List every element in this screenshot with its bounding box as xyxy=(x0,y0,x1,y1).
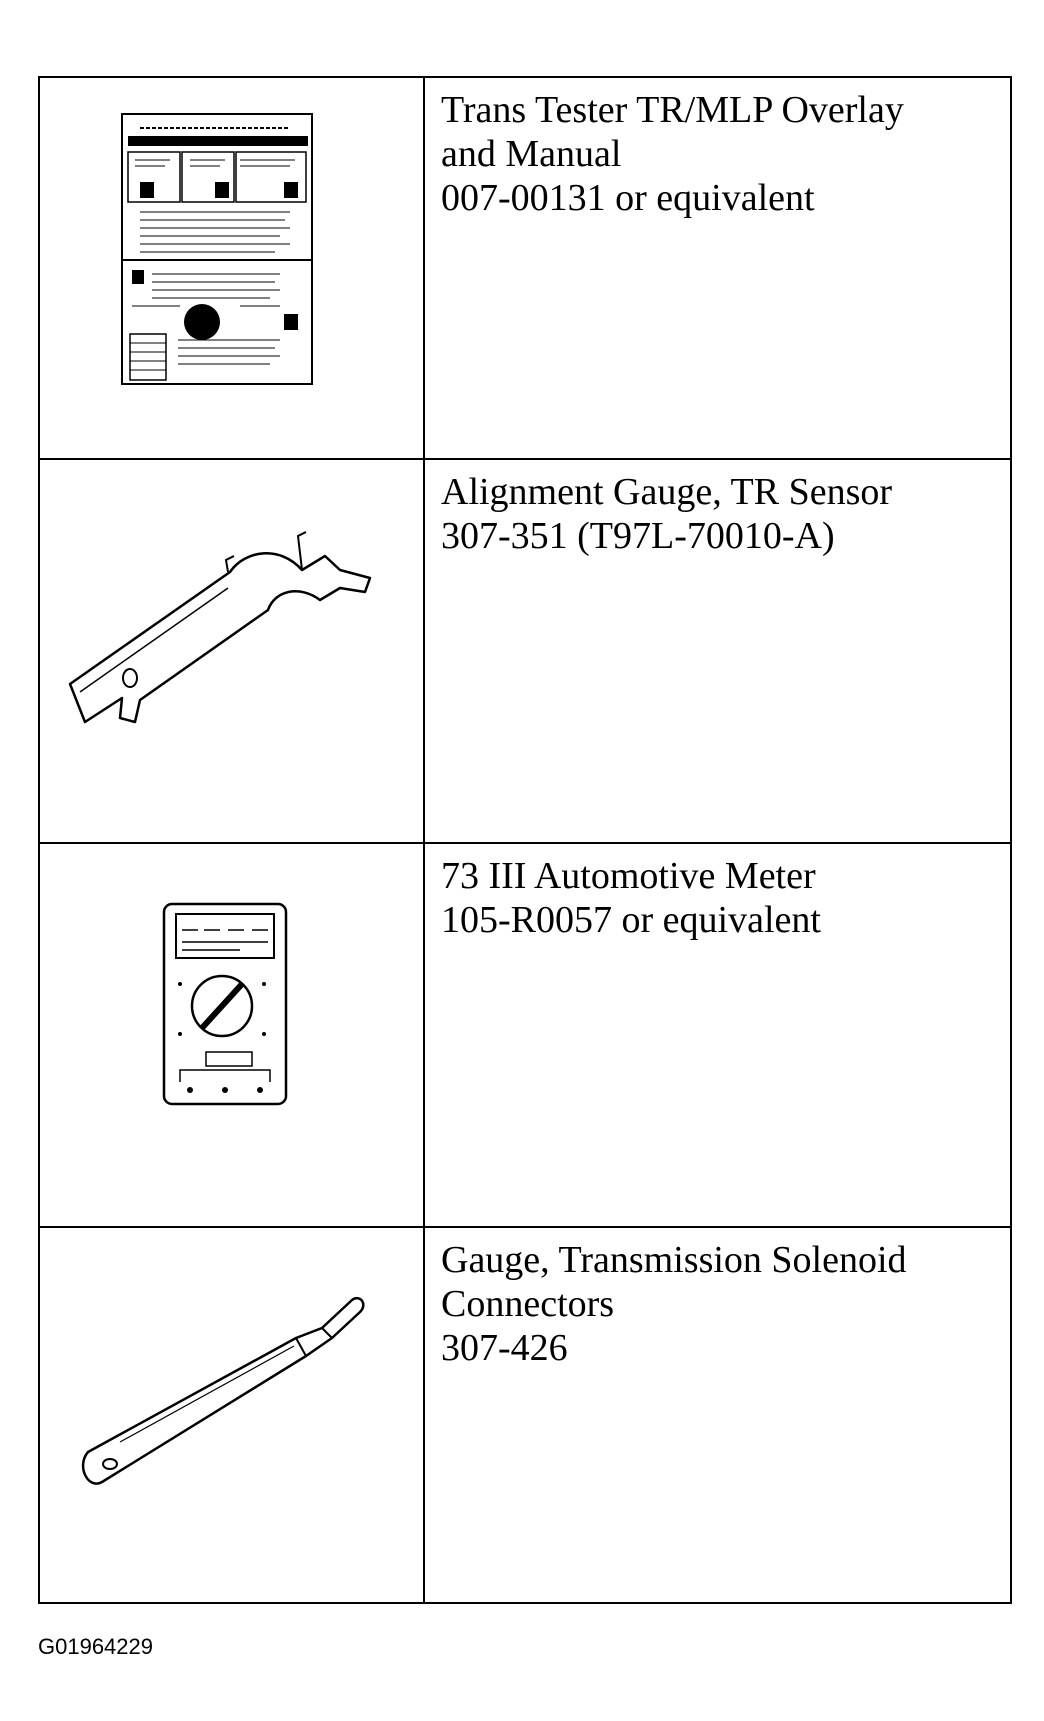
tool-part-number: 105-R0057 or equivalent xyxy=(441,899,821,941)
multimeter-icon xyxy=(162,902,288,1106)
overlay-manual-icon xyxy=(121,113,313,385)
tool-name-cont: and Manual xyxy=(441,133,622,175)
tool-illustration-alignment-gauge xyxy=(40,460,425,844)
figure-id: G01964229 xyxy=(38,1634,153,1659)
tool-name: 73 III Automotive Meter xyxy=(441,855,816,897)
tool-illustration-overlay xyxy=(40,78,425,460)
tool-illustration-multimeter xyxy=(40,844,425,1228)
tool-name: Gauge, Transmission Solenoid xyxy=(441,1239,907,1281)
special-tools-table: Trans Tester TR/MLP Overlay and Manual 0… xyxy=(38,76,1012,1604)
tool-part-number: 007-00131 or equivalent xyxy=(441,177,815,219)
tool-name-cont: Connectors xyxy=(441,1283,615,1325)
solenoid-gauge-icon xyxy=(81,1296,365,1485)
tool-part-number: 307-426 xyxy=(441,1327,568,1369)
tool-illustration-solenoid-gauge xyxy=(40,1228,425,1602)
tool-name: Trans Tester TR/MLP Overlay xyxy=(441,89,904,131)
tool-description-solenoid-gauge: Gauge, Transmission Solenoid Connectors … xyxy=(425,1228,1010,1602)
tool-part-number: 307-351 (T97L-70010-A) xyxy=(441,515,835,557)
alignment-gauge-icon xyxy=(68,531,372,724)
tool-description-alignment-gauge: Alignment Gauge, TR Sensor 307-351 (T97L… xyxy=(425,460,1010,844)
tool-description-overlay: Trans Tester TR/MLP Overlay and Manual 0… xyxy=(425,78,1010,460)
tool-name: Alignment Gauge, TR Sensor xyxy=(441,471,893,513)
tool-description-multimeter: 73 III Automotive Meter 105-R0057 or equ… xyxy=(425,844,1010,1228)
